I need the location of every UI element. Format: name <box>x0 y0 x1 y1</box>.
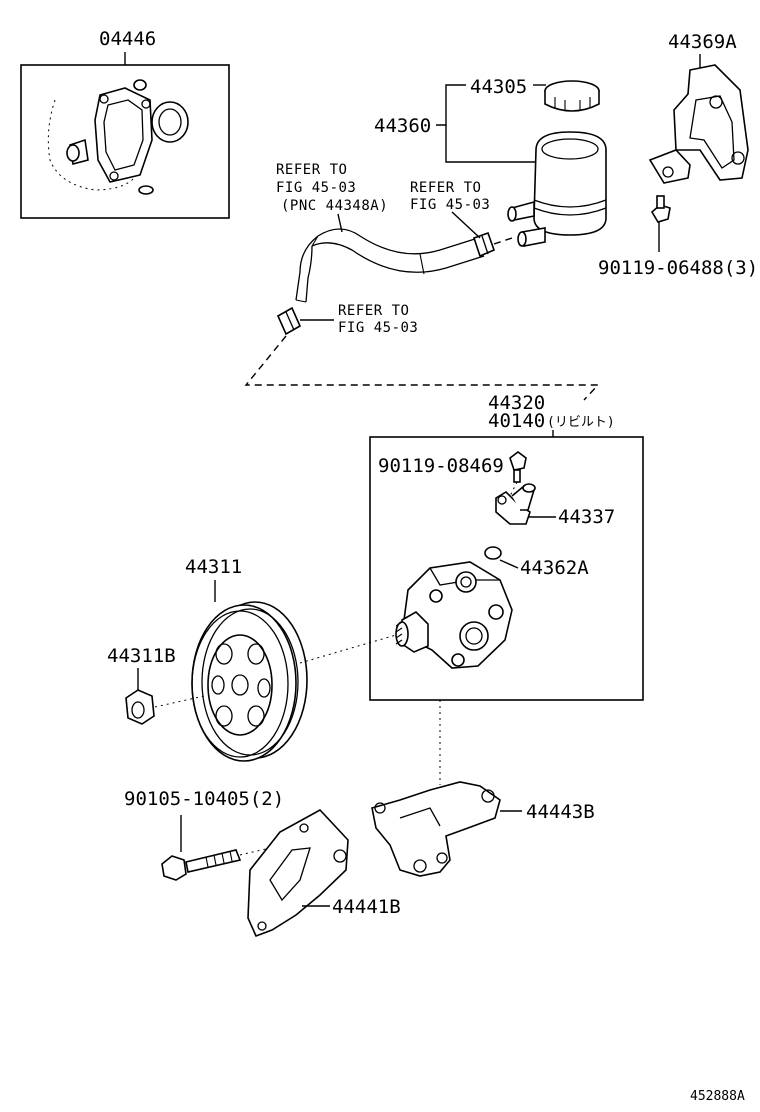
bracket-44441b <box>247 808 349 938</box>
label-refer-lower-2: FIG 45-03 <box>338 320 418 336</box>
label-44337: 44337 <box>558 506 615 528</box>
reservoir-cap <box>544 80 600 112</box>
pulley-44311 <box>191 601 308 762</box>
label-44369a: 44369A <box>668 31 737 53</box>
label-refer-hose-2: FIG 45-03 <box>276 180 356 196</box>
label-44311: 44311 <box>185 556 242 578</box>
label-40140: 40140 <box>488 410 545 432</box>
oring-44362a <box>484 546 502 560</box>
bracket-44369a-group: 44369A 90119-06488(3) <box>598 31 758 279</box>
pump-assembly-box <box>369 436 644 701</box>
bolt-90119-06488 <box>650 195 671 223</box>
label-44311b: 44311B <box>107 645 176 667</box>
power-steering-pump <box>395 561 513 669</box>
bracket-44369a <box>648 64 749 184</box>
label-04446: 04446 <box>99 28 156 50</box>
gasket-kit-illustration <box>47 79 189 195</box>
union-44337 <box>495 483 536 525</box>
figure-id: 452888A <box>690 1089 745 1104</box>
label-90119-08469: 90119-08469 <box>378 455 504 477</box>
hose-group: REFER TO FIG 45-03 (PNC 44348A) REFER TO… <box>244 162 600 401</box>
label-90105-10405: 90105-10405(2) <box>124 788 284 810</box>
label-44443b: 44443B <box>526 801 595 823</box>
label-refer-clamp-2: FIG 45-03 <box>410 197 490 213</box>
label-refer-lower-1: REFER TO <box>338 303 409 319</box>
hose-clamp-lower <box>276 306 302 336</box>
reservoir-group: 44305 44360 <box>374 76 607 247</box>
label-refer-clamp-1: REFER TO <box>410 180 481 196</box>
pulley-group: 44311 44311B <box>107 556 397 762</box>
gasket-kit-group: 04446 <box>20 28 230 219</box>
bracket-44443b <box>371 781 501 877</box>
label-refer-hose-1: REFER TO <box>276 162 347 178</box>
label-40140-note: (リビルト) <box>547 415 615 430</box>
bolt-90105-10405 <box>161 849 242 881</box>
label-44441b: 44441B <box>332 896 401 918</box>
suction-hose <box>295 228 485 303</box>
label-44362a: 44362A <box>520 557 589 579</box>
bolt-90119-08469 <box>509 451 527 483</box>
pump-assembly-group: 44320 40140 (リビルト) 90119-08469 44337 443… <box>369 392 644 701</box>
label-44360: 44360 <box>374 115 431 137</box>
reservoir-tank <box>507 131 607 247</box>
label-refer-hose-3: (PNC 44348A) <box>281 198 388 214</box>
label-44320: 44320 <box>488 392 545 414</box>
label-44305: 44305 <box>470 76 527 98</box>
nut-44311b <box>125 689 155 725</box>
bracket-group: 90105-10405(2) 44443B 4 <box>124 700 595 938</box>
hose-clamp-upper <box>472 231 496 258</box>
label-90119-06488: 90119-06488(3) <box>598 257 758 279</box>
